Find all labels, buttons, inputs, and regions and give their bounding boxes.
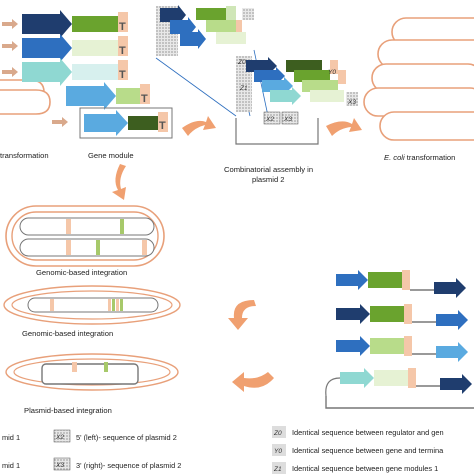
genomic-integration-label-1: Genomic-based integration — [36, 268, 127, 277]
plasmid-integration-label: Plasmid-based integration — [24, 406, 112, 415]
legend-x3-symbol: X3 — [55, 462, 64, 469]
plasmid-2-vector — [235, 118, 319, 145]
combinatorial-assembly: Z0 Z1 Y0 X3 X2 X3 — [155, 5, 358, 145]
assembled-plasmid — [325, 270, 474, 409]
svg-text:T: T — [159, 120, 166, 132]
flow-arrow-icon — [326, 118, 362, 136]
flow-arrow-icon — [112, 164, 126, 200]
combinatorial-label-2: plasmid 2 — [252, 175, 285, 184]
combinatorial-label: Combinatorial assembly in — [224, 165, 313, 174]
flow-arrow-icon — [182, 116, 216, 136]
legend-x2-symbol: X2 — [55, 434, 64, 441]
legend-plasmid1-b: mid 1 — [2, 461, 20, 470]
site-tag-small: Z0 — [237, 59, 246, 66]
svg-text:T: T — [119, 45, 126, 57]
legend-plasmid1-a: mid 1 — [2, 433, 20, 442]
legend-z0-symbol: Z0 — [273, 430, 282, 437]
ecoli-cells — [363, 17, 474, 141]
row-pointer-icons — [2, 19, 68, 127]
legend-y0-symbol: Y0 — [274, 448, 282, 455]
cycle-arrow-icon — [228, 300, 256, 330]
gene-module-row: T — [22, 10, 128, 38]
gene-module-row: T — [66, 82, 150, 110]
gene-module-label: Gene module — [88, 151, 134, 160]
gene-module-row: T — [84, 110, 168, 136]
gene-module-row: T — [22, 58, 128, 86]
transformation-label: transformation — [0, 151, 49, 160]
site-x2-tag: X2 — [265, 116, 274, 123]
site-x3-tag: X3 — [283, 116, 292, 123]
genomic-integration-label-2: Genomic-based integration — [22, 329, 113, 338]
site-tag-small: Z1 — [239, 85, 248, 92]
site-tag-small: X3 — [347, 99, 356, 106]
legend-x3-swatch — [53, 457, 71, 471]
legend-z1-swatch — [272, 462, 286, 474]
gene-module-stack-left: T T T T T — [0, 10, 173, 139]
gene-module-row: T — [22, 34, 128, 62]
legend-z0-text: Identical sequence between regulator and… — [292, 428, 444, 437]
gene-module-box — [79, 107, 173, 139]
genomic-integration-cell-2 — [3, 285, 181, 325]
cell-oval — [0, 89, 51, 115]
legend-x3-text: 3' (right)- sequence of plasmid 2 — [76, 461, 181, 470]
legend-y0-text: Identical sequence between gene and term… — [292, 446, 444, 455]
legend-z1-text: Identical sequence between gene modules … — [292, 464, 438, 473]
legend-z1-symbol: Z1 — [273, 466, 282, 473]
plasmid-integration-cell — [5, 353, 179, 391]
genomic-integration-cell-1 — [5, 205, 165, 267]
svg-text:T: T — [119, 21, 126, 33]
legend-x2-text: 5' (left)- sequence of plasmid 2 — [76, 433, 177, 442]
legend: mid 1 mid 1 X2 5' (left)- sequence of pl… — [2, 426, 444, 474]
svg-text:T: T — [141, 93, 148, 105]
flow-arrow-icon — [232, 372, 274, 392]
svg-text:T: T — [119, 69, 126, 81]
ecoli-transformation-label: E. coli transformation — [384, 153, 455, 162]
site-tag-small: Y0 — [328, 69, 336, 76]
legend-x2-swatch — [53, 429, 71, 443]
legend-y0-swatch — [272, 444, 286, 456]
legend-z0-swatch — [272, 426, 286, 438]
